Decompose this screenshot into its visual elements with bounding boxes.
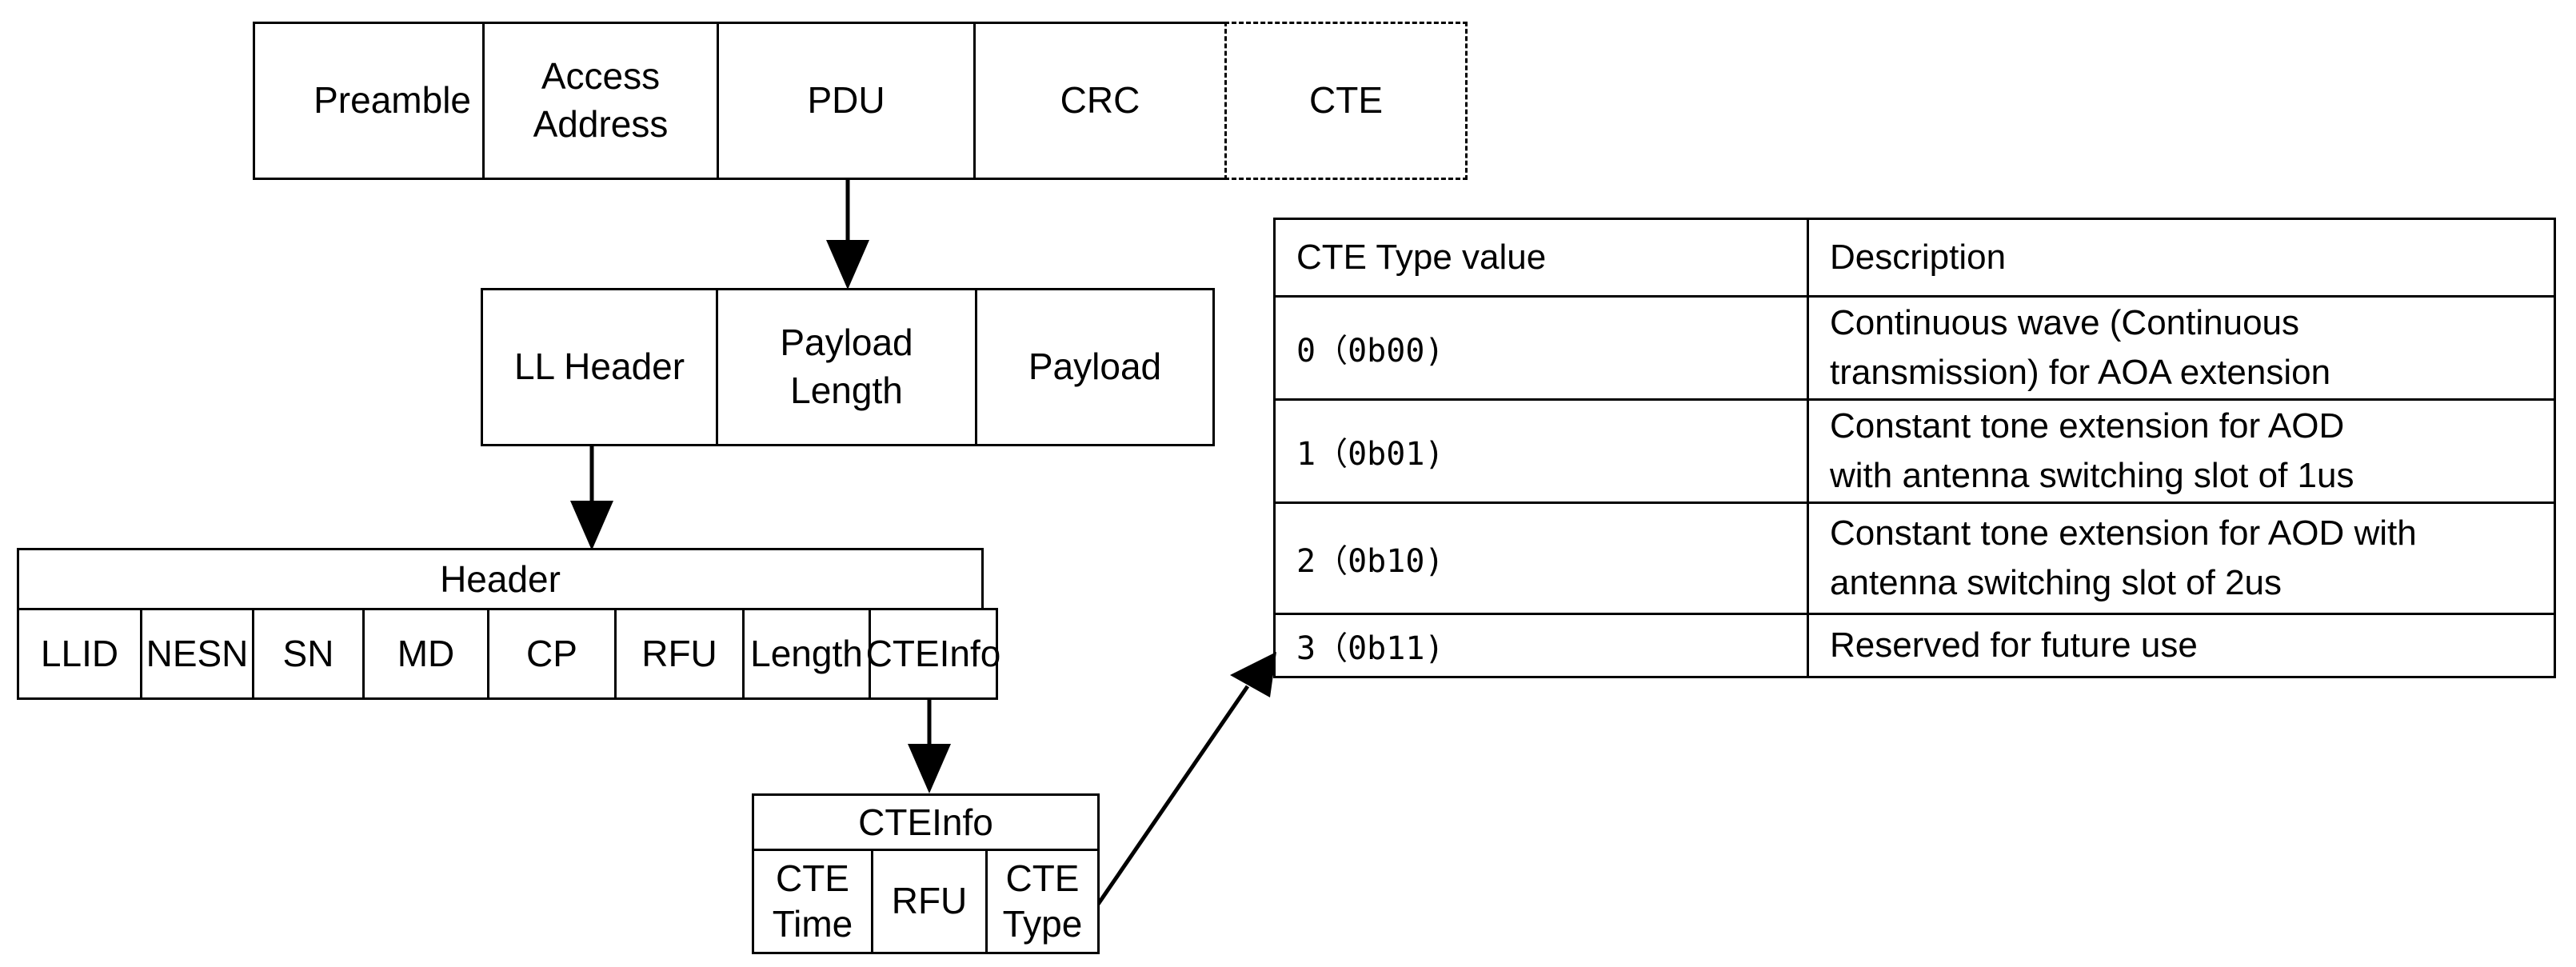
- cteinfo-title: CTEInfo: [752, 793, 1100, 851]
- arrow-pdu-to-ll: [826, 179, 869, 290]
- packet-field-crc: CRC: [973, 22, 1227, 180]
- arrow-cteinfo-to-detail: [908, 698, 951, 793]
- table-cell-value: 3（0b11): [1273, 613, 1809, 678]
- cte-type-table: CTE Type value Description 0（0b00) Conti…: [1273, 218, 2556, 678]
- cteinfo-fields-row: CTE Time RFU CTE Type: [752, 849, 1100, 954]
- table-row: 0（0b00) Continuous wave (Continuous tran…: [1273, 295, 2556, 401]
- cteinfo-field-rfu: RFU: [871, 849, 988, 954]
- table-cell-value: 1（0b01): [1273, 398, 1809, 504]
- header-field-sn: SN: [252, 608, 365, 700]
- pdu-field-payload-length: Payload Length: [716, 288, 977, 446]
- cteinfo-field-cte-type: CTE Type: [985, 849, 1100, 954]
- arrow-ctetype-to-table: [1095, 652, 1276, 907]
- arrow-ll-to-header: [570, 445, 613, 550]
- table-row: 2（0b10) Constant tone extension for AOD …: [1273, 501, 2556, 615]
- header-field-length: Length: [742, 608, 871, 700]
- table-cell-description: Constant tone extension for AOD with ant…: [1807, 501, 2556, 615]
- table-header-description: Description: [1807, 218, 2556, 298]
- table-row: 1（0b01) Constant tone extension for AOD …: [1273, 398, 2556, 504]
- pdu-row: LL Header Payload Length Payload: [481, 288, 1215, 446]
- header-field-cteinfo: CTEInfo: [866, 608, 1000, 700]
- table-header-row: CTE Type value Description: [1273, 218, 2556, 298]
- table-cell-description: Reserved for future use: [1807, 613, 2556, 678]
- packet-row: Preamble Access Address PDU CRC CTE: [253, 22, 1468, 180]
- header-field-cp: CP: [487, 608, 617, 700]
- packet-field-access-address: Access Address: [482, 22, 719, 180]
- header-field-nesn: NESN: [140, 608, 254, 700]
- header-field-llid: LLID: [17, 608, 142, 700]
- table-cell-description: Continuous wave (Continuous transmission…: [1807, 295, 2556, 401]
- header-fields-row: LLID NESN SN MD CP RFU Length CTEInfo: [17, 608, 1000, 700]
- table-header-value: CTE Type value: [1273, 218, 1809, 298]
- header-title: Header: [17, 548, 984, 610]
- cteinfo-field-cte-time: CTE Time: [752, 849, 873, 954]
- pdu-field-payload: Payload: [975, 288, 1215, 446]
- table-cell-value: 2（0b10): [1273, 501, 1809, 615]
- packet-field-pdu: PDU: [717, 22, 976, 180]
- table-row: 3（0b11) Reserved for future use: [1273, 613, 2556, 678]
- packet-field-cte: CTE: [1224, 22, 1468, 180]
- header-field-md: MD: [362, 608, 489, 700]
- table-cell-description: Constant tone extension for AOD with ant…: [1807, 398, 2556, 504]
- packet-field-preamble: Preamble: [253, 22, 485, 180]
- header-field-rfu: RFU: [614, 608, 745, 700]
- table-cell-value: 0（0b00): [1273, 295, 1809, 401]
- pdu-field-ll-header: LL Header: [481, 288, 718, 446]
